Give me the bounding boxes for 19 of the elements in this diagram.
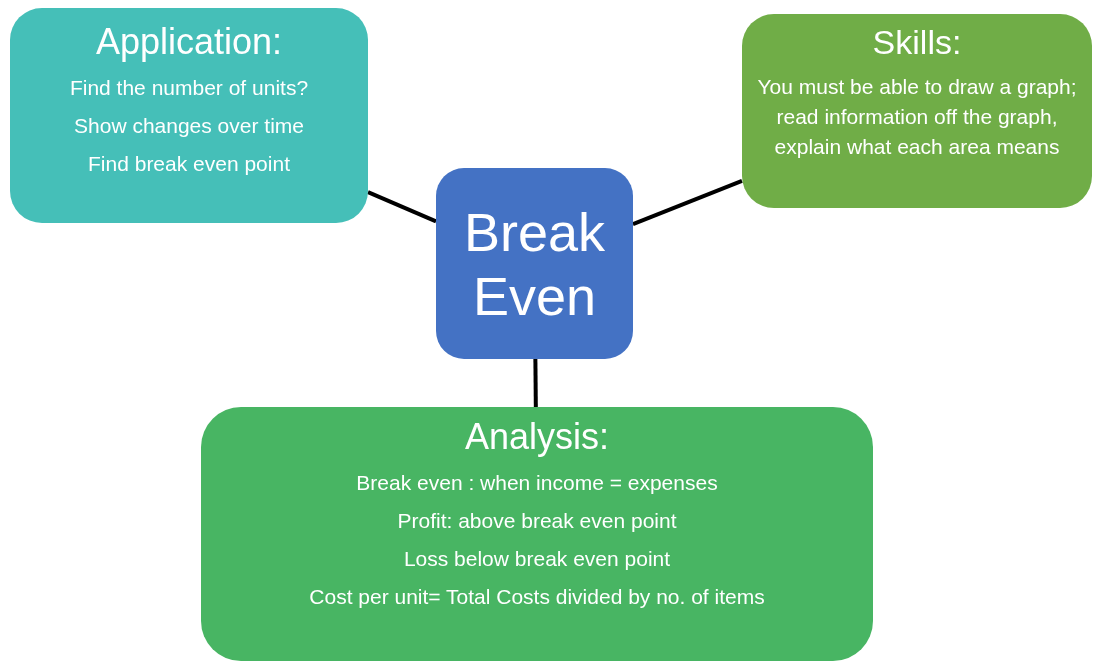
box-text: Profit: above break even point bbox=[397, 508, 677, 534]
box-text: Loss below break even point bbox=[403, 546, 671, 572]
box-heading: Application: bbox=[95, 20, 283, 64]
rounded-box bbox=[742, 14, 1092, 208]
rounded-box bbox=[201, 407, 873, 661]
connector-line bbox=[367, 190, 437, 224]
connector-line bbox=[632, 178, 743, 227]
connector-line bbox=[533, 358, 538, 408]
box-text: Show changes over time bbox=[74, 113, 304, 139]
box-heading: Analysis: bbox=[464, 415, 610, 459]
box-text: Break even : when income = expenses bbox=[356, 470, 718, 496]
rounded-box bbox=[10, 8, 368, 223]
box-heading: Break Even bbox=[462, 200, 607, 328]
box-text: Find the number of units? bbox=[69, 75, 309, 101]
box-text: Find break even point bbox=[88, 151, 290, 177]
box-text: You must be able to draw a graph; read information off the graph, explain what each area means bbox=[756, 74, 1078, 160]
box-text: Cost per unit= Total Costs divided by no. of items bbox=[309, 584, 765, 610]
box-heading: Skills: bbox=[872, 22, 962, 62]
rounded-box bbox=[436, 168, 633, 359]
